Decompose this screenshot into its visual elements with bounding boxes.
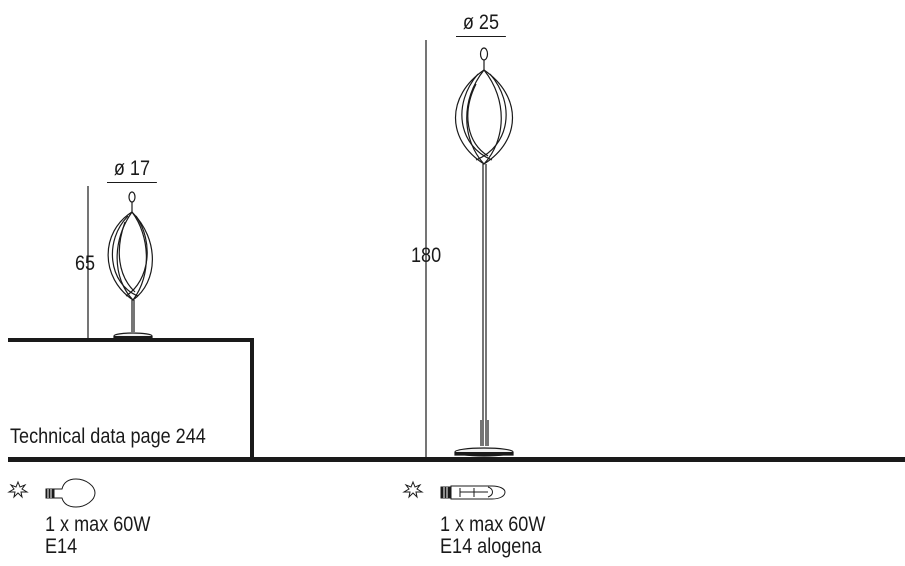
table-lamp-height-label: 65 — [75, 252, 96, 275]
bulb-1-socket: E14 — [45, 535, 78, 558]
floor-line — [8, 457, 905, 462]
table-lamp-drawing — [107, 191, 153, 340]
halogen-bulb-icon — [402, 480, 506, 500]
technical-data-note: Technical data page 244 — [10, 425, 206, 448]
bulb-2-socket: E14 alogena — [440, 535, 542, 558]
table-outline — [8, 338, 254, 457]
floor-lamp-drawing — [454, 47, 514, 457]
table-lamp-diameter-label: ø 17 — [107, 158, 157, 183]
bulb-1-spec: 1 x max 60W — [45, 513, 151, 536]
bulb-2-spec: 1 x max 60W — [440, 513, 546, 536]
incandescent-bulb-icon — [7, 478, 96, 508]
floor-lamp-diameter-label: ø 25 — [456, 12, 506, 37]
floor-lamp-height-label: 180 — [411, 244, 442, 267]
